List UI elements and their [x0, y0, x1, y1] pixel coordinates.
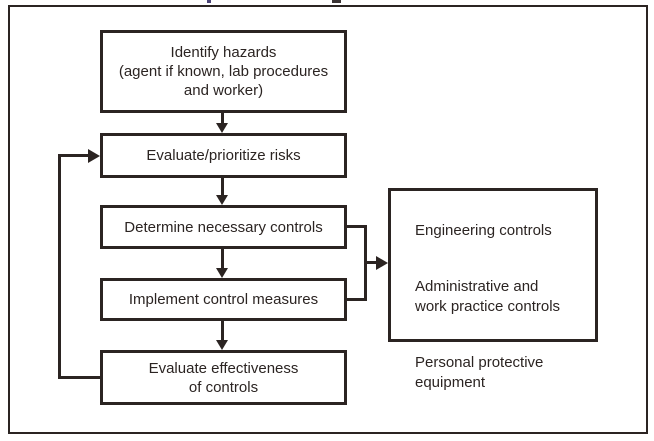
flow-node-label: Implement control measures	[128, 291, 319, 308]
arrow-down-icon	[216, 195, 228, 205]
control-item-engineering: Engineering controls	[415, 222, 552, 239]
feedback-loop-vertical-segment	[58, 154, 61, 379]
feedback-loop-top-segment	[58, 154, 89, 157]
flow-node-label: Identify hazards (agent if known, lab pr…	[118, 44, 329, 99]
bracket-stub-from-determine	[347, 225, 367, 228]
arrow-down-icon	[216, 268, 228, 278]
arrow-determine-to-implement-line	[221, 249, 224, 269]
control-item-ppe: Personal protective equipment	[415, 354, 544, 391]
bracket-arrow-line	[364, 261, 377, 264]
flow-node-evaluate-prioritize-risks: Evaluate/prioritize risks	[100, 133, 347, 178]
cropped-title-remnant	[332, 0, 341, 3]
arrow-right-icon	[376, 255, 388, 270]
flow-node-implement-control-measures: Implement control measures	[100, 278, 347, 321]
feedback-loop-bottom-segment	[58, 376, 100, 379]
arrow-evaluate-to-determine-line	[221, 178, 224, 196]
arrow-identify-to-evaluate-line	[221, 113, 224, 124]
cropped-title-remnant	[207, 0, 211, 3]
bracket-stub-from-implement	[347, 298, 367, 301]
arrow-right-icon	[88, 148, 100, 163]
flow-node-label: Evaluate effectiveness of controls	[148, 359, 299, 396]
flow-node-label: Determine necessary controls	[124, 218, 323, 236]
controls-list-box: Engineering controls Administrative and …	[388, 188, 598, 391]
flow-node-evaluate-effectiveness: Evaluate effectiveness of controls	[100, 350, 347, 405]
control-item-administrative: Administrative and work practice control…	[415, 278, 561, 315]
diagram-border-frame	[8, 5, 648, 434]
arrow-down-icon	[216, 340, 228, 350]
flow-node-identify-hazards: Identify hazards (agent if known, lab pr…	[100, 30, 347, 113]
flow-node-determine-necessary-controls: Determine necessary controls	[100, 205, 347, 249]
arrow-implement-to-effectiveness-line	[221, 321, 224, 341]
arrow-down-icon	[216, 123, 228, 133]
flow-node-label: Evaluate/prioritize risks	[146, 147, 301, 164]
